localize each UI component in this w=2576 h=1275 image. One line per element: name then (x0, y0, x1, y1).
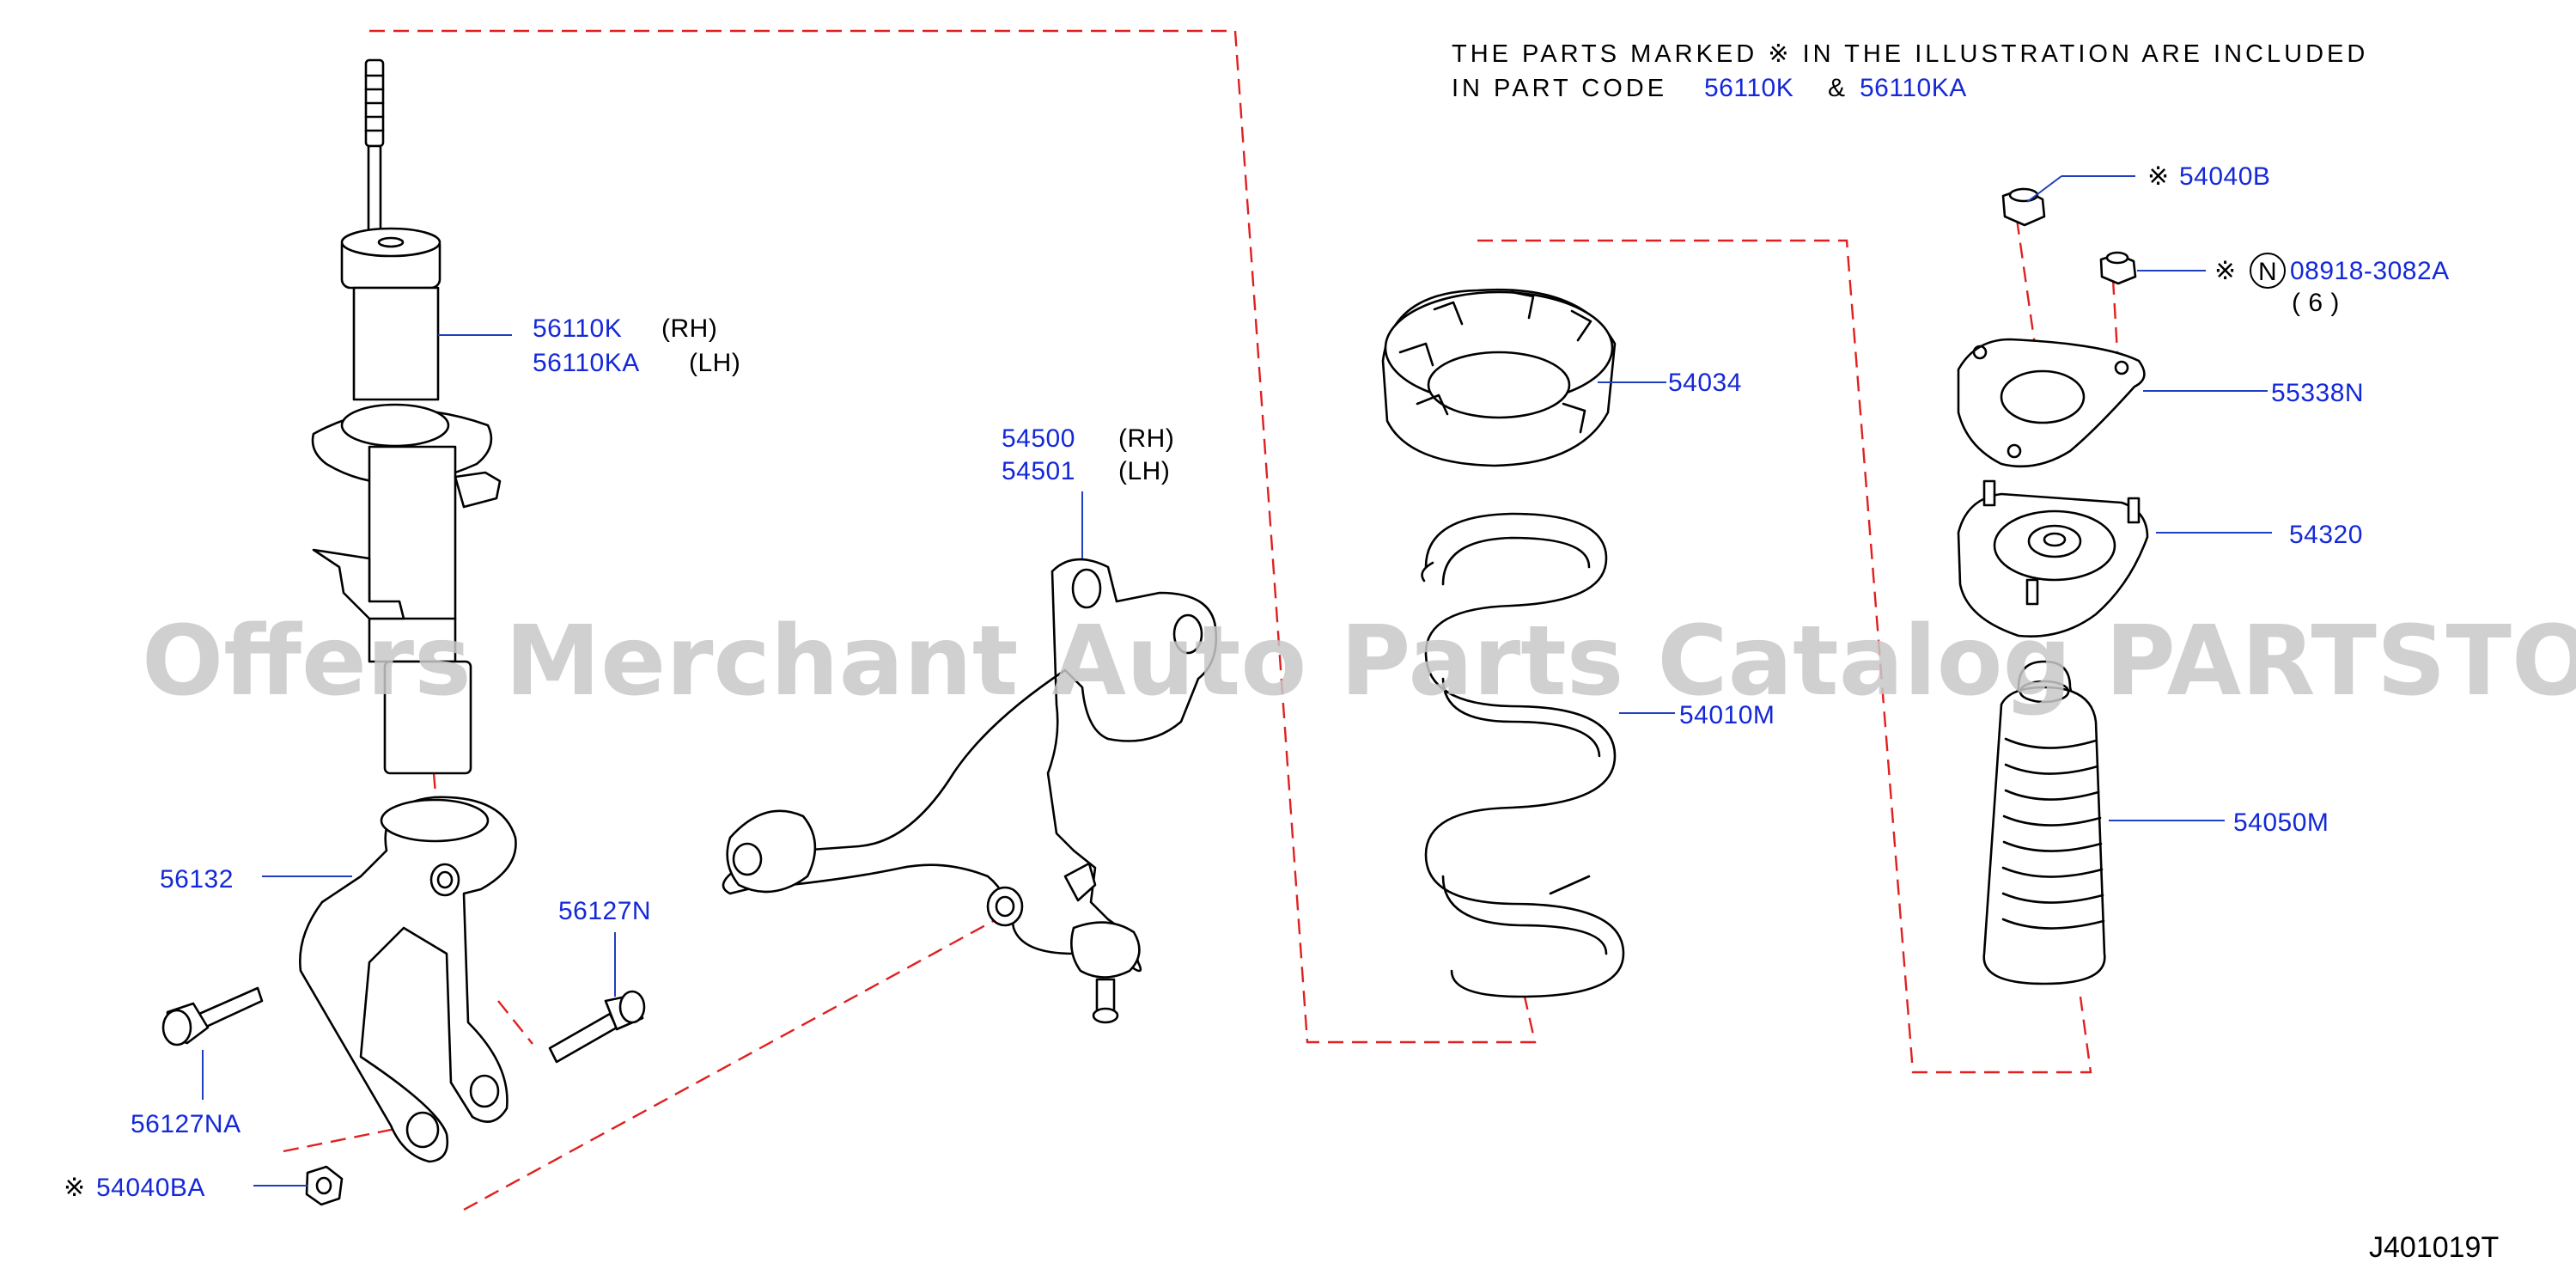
bolt-56127NA-drawing (161, 986, 264, 1046)
side-rh-knuckle: (RH) (1118, 424, 1174, 453)
part-labels: 56110K (RH) 56110KA (LH) 54500 (RH) 5450… (64, 162, 2450, 1202)
part-link-54010M[interactable]: 54010M (1679, 701, 1775, 729)
watermark-text: Offers Merchant Auto Parts Catalog PARTS… (142, 606, 2576, 717)
strut-assembly-drawing (311, 58, 502, 775)
mark-symbol-54040B: ※ (2147, 162, 2170, 191)
side-lh-strut: (LH) (689, 349, 740, 377)
quantity-08918: ( 6 ) (2292, 289, 2340, 317)
coil-spring-drawing (1421, 512, 1625, 998)
note-amp: & (1828, 74, 1846, 102)
parts-note: THE PARTS MARKED ※ IN THE ILLUSTRATION A… (1452, 40, 2368, 102)
nut-54040B-drawing (2001, 187, 2046, 227)
part-link-54320[interactable]: 54320 (2289, 521, 2363, 549)
part-link-56110K[interactable]: 56110K (533, 314, 622, 343)
n-symbol: N (2258, 258, 2277, 286)
n-circle-icon (2250, 253, 2286, 289)
part-link-56127N[interactable]: 56127N (558, 897, 651, 925)
note-line-1: THE PARTS MARKED ※ IN THE ILLUSTRATION A… (1452, 40, 2368, 68)
part-link-54050M[interactable]: 54050M (2233, 808, 2329, 837)
part-link-54500[interactable]: 54500 (1002, 424, 1075, 453)
mark-symbol-08918: ※ (2214, 257, 2237, 285)
part-link-54040BA[interactable]: 54040BA (96, 1174, 205, 1202)
part-link-56132[interactable]: 56132 (160, 865, 234, 894)
side-lh-knuckle: (LH) (1118, 457, 1170, 485)
note-code-a[interactable]: 56110K (1704, 74, 1793, 102)
note-code-b[interactable]: 56110KA (1860, 74, 1967, 102)
part-link-54034[interactable]: 54034 (1668, 369, 1742, 397)
diagram-code: J401019T (2369, 1231, 2499, 1264)
part-link-54501[interactable]: 54501 (1002, 457, 1075, 485)
part-link-55338N[interactable]: 55338N (2271, 379, 2364, 407)
nut-08918-drawing (2099, 251, 2137, 285)
bolt-56127N-drawing (548, 990, 646, 1064)
strut-mount-drawing (1957, 479, 2149, 638)
nut-54040BA-drawing (305, 1165, 344, 1206)
plate-drawing (1957, 338, 2146, 468)
side-rh-strut: (RH) (661, 314, 717, 343)
leader-lines (202, 175, 2272, 1187)
note-line-2-prefix: IN PART CODE (1452, 75, 1667, 102)
spring-seat-drawing (1381, 288, 1617, 467)
part-link-08918-3082A[interactable]: 08918-3082A (2290, 257, 2450, 285)
strut-fork-drawing (299, 796, 517, 1163)
part-link-56127NA[interactable]: 56127NA (131, 1110, 241, 1138)
bump-boot-drawing (1982, 660, 2106, 985)
knuckle-drawing (722, 558, 1218, 1024)
mark-symbol-54040BA: ※ (64, 1174, 86, 1202)
part-link-54040B[interactable]: 54040B (2179, 162, 2270, 191)
part-link-56110KA[interactable]: 56110KA (533, 349, 640, 377)
